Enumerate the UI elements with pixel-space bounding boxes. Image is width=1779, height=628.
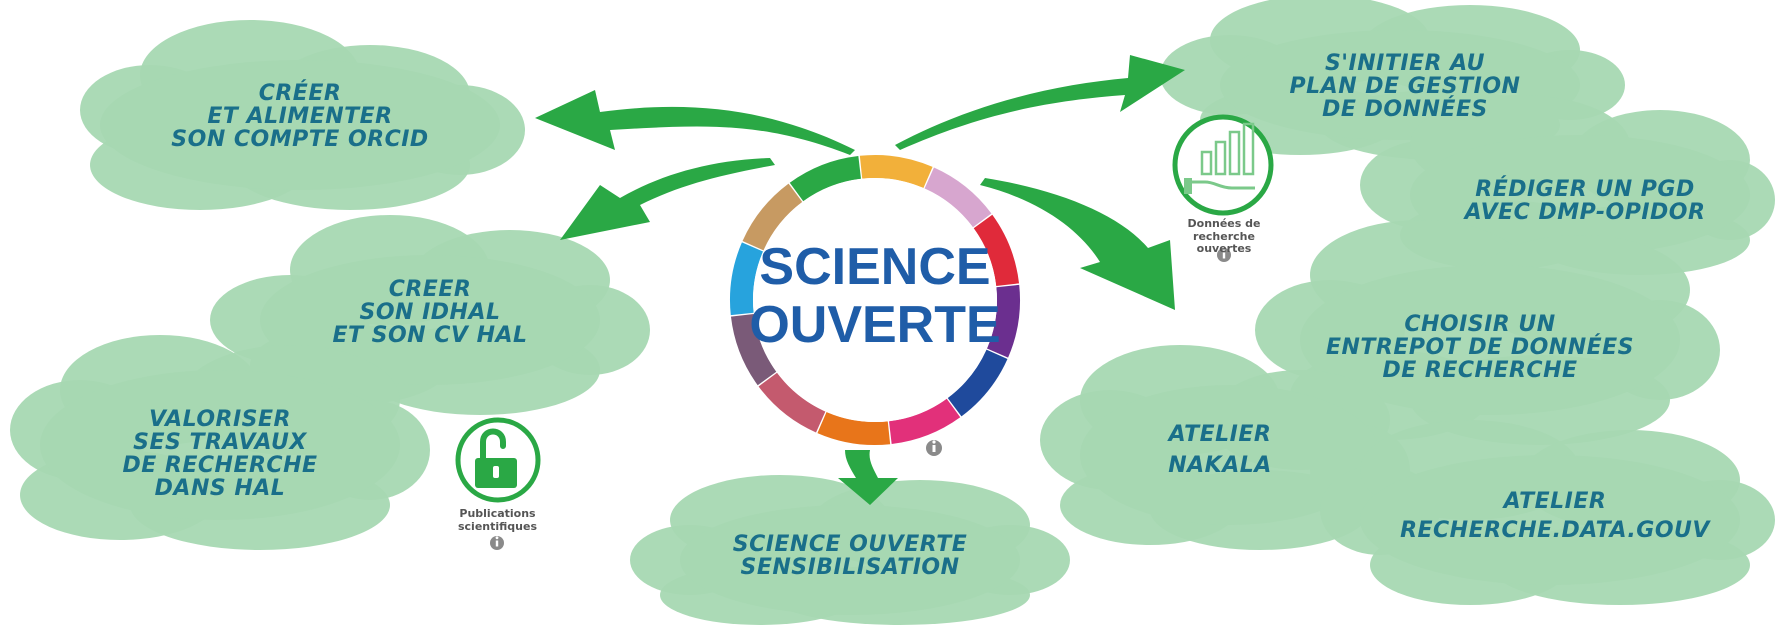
arrow-to-sensibilisation (838, 450, 898, 505)
node-pgd-init-line: PLAN DE GESTION (1289, 74, 1521, 100)
ring-segment (889, 398, 961, 445)
node-orcid-line: ET ALIMENTER (207, 104, 393, 130)
info-icon-publications (490, 536, 504, 550)
ring-segment (973, 214, 1020, 286)
node-nakala-line: NAKALA (1168, 453, 1272, 479)
node-idhal-line: SON IDHAL (359, 300, 501, 326)
arrow-to-idhal (560, 158, 775, 240)
node-sensibilisation[interactable]: SCIENCE OUVERTE SENSIBILISATION (690, 533, 1010, 579)
info-icon-center (926, 440, 942, 456)
node-entrepot-line: DE RECHERCHE (1382, 358, 1578, 384)
center-title-line1: SCIENCE (759, 238, 991, 296)
node-recherche-data-gouv[interactable]: ATELIER RECHERCHE.DATA.GOUV (1390, 490, 1720, 542)
data-chart-hand-icon (1172, 114, 1274, 216)
ring-segment (859, 155, 933, 189)
node-nakala[interactable]: ATELIER NAKALA (1130, 423, 1310, 477)
node-sensibilisation-line: SENSIBILISATION (740, 555, 960, 581)
ring-segment (817, 411, 891, 446)
node-valoriser-line: DE RECHERCHE (122, 453, 318, 479)
caption-line: scientifiques (457, 519, 538, 533)
node-rdg-line: ATELIER (1503, 489, 1607, 514)
node-pgd-init-line: S'INITIER AU (1324, 51, 1486, 76)
ring-segment (924, 167, 992, 228)
node-pgd-init[interactable]: S'INITIER AU PLAN DE GESTION DE DONNÉES (1255, 52, 1555, 121)
cloud-sensibilisation (630, 475, 1070, 625)
arrow-to-pgd (895, 55, 1185, 150)
cloud-orcid (80, 20, 525, 210)
caption-line: Publications (459, 507, 536, 520)
node-entrepot[interactable]: CHOISIR UN ENTREPOT DE DONNÉES DE RECHER… (1300, 313, 1660, 382)
central-color-ring (730, 155, 1020, 446)
ring-segment (730, 242, 764, 316)
node-orcid-line: SON COMPTE ORCID (171, 127, 429, 153)
node-idhal-line: CREER (388, 277, 472, 302)
node-valoriser-line: DANS HAL (154, 476, 286, 502)
ring-segment (947, 349, 1008, 417)
ring-segment (986, 284, 1020, 358)
node-rdg-line: RECHERCHE.DATA.GOUV (1400, 518, 1710, 544)
node-pgd-dmp-line: RÉDIGER UN PGD (1475, 177, 1695, 202)
central-disc (753, 178, 997, 422)
node-pgd-dmp[interactable]: RÉDIGER UN PGD AVEC DMP-OPIDOR (1430, 178, 1740, 224)
caption-line: recherche ouvertes (1193, 229, 1255, 256)
cloud-valoriser (10, 335, 430, 550)
node-entrepot-line: ENTREPOT DE DONNÉES (1325, 335, 1635, 361)
arrow-to-orcid (535, 90, 855, 155)
node-entrepot-line: CHOISIR UN (1404, 312, 1556, 337)
node-valoriser-line: SES TRAVAUX (133, 430, 307, 456)
node-valoriser[interactable]: VALORISER SES TRAVAUX DE RECHERCHE DANS … (80, 408, 360, 500)
node-idhal[interactable]: CREER SON IDHAL ET SON CV HAL (280, 278, 580, 347)
ring-segment (730, 314, 777, 386)
node-valoriser-line: VALORISER (149, 407, 291, 432)
unlock-icon (455, 417, 541, 503)
caption-donnees: Données de recherche ouvertes (1165, 217, 1283, 256)
node-nakala-line: ATELIER (1168, 422, 1272, 447)
info-icon-donnees (1217, 248, 1231, 262)
center-title: SCIENCE OUVERTE (735, 238, 1015, 354)
node-pgd-init-line: DE DONNÉES (1322, 97, 1488, 123)
node-sensibilisation-line: SCIENCE OUVERTE (732, 532, 968, 557)
node-orcid[interactable]: CRÉER ET ALIMENTER SON COMPTE ORCID (120, 82, 480, 151)
caption-publications: Publications scientifiques (440, 507, 555, 533)
cloud-recherche-data-gouv (1320, 420, 1775, 605)
caption-line: Données de (1187, 217, 1261, 230)
connector-arrows (535, 55, 1185, 505)
ring-segment (789, 155, 861, 202)
node-pgd-dmp-line: AVEC DMP-OPIDOR (1464, 200, 1706, 226)
arrow-to-entrepot (980, 178, 1175, 310)
ring-segment (742, 183, 803, 251)
center-title-line2: OUVERTE (749, 296, 1001, 355)
node-orcid-line: CRÉER (258, 81, 342, 106)
node-idhal-line: ET SON CV HAL (332, 323, 528, 349)
ring-segment (758, 372, 826, 433)
